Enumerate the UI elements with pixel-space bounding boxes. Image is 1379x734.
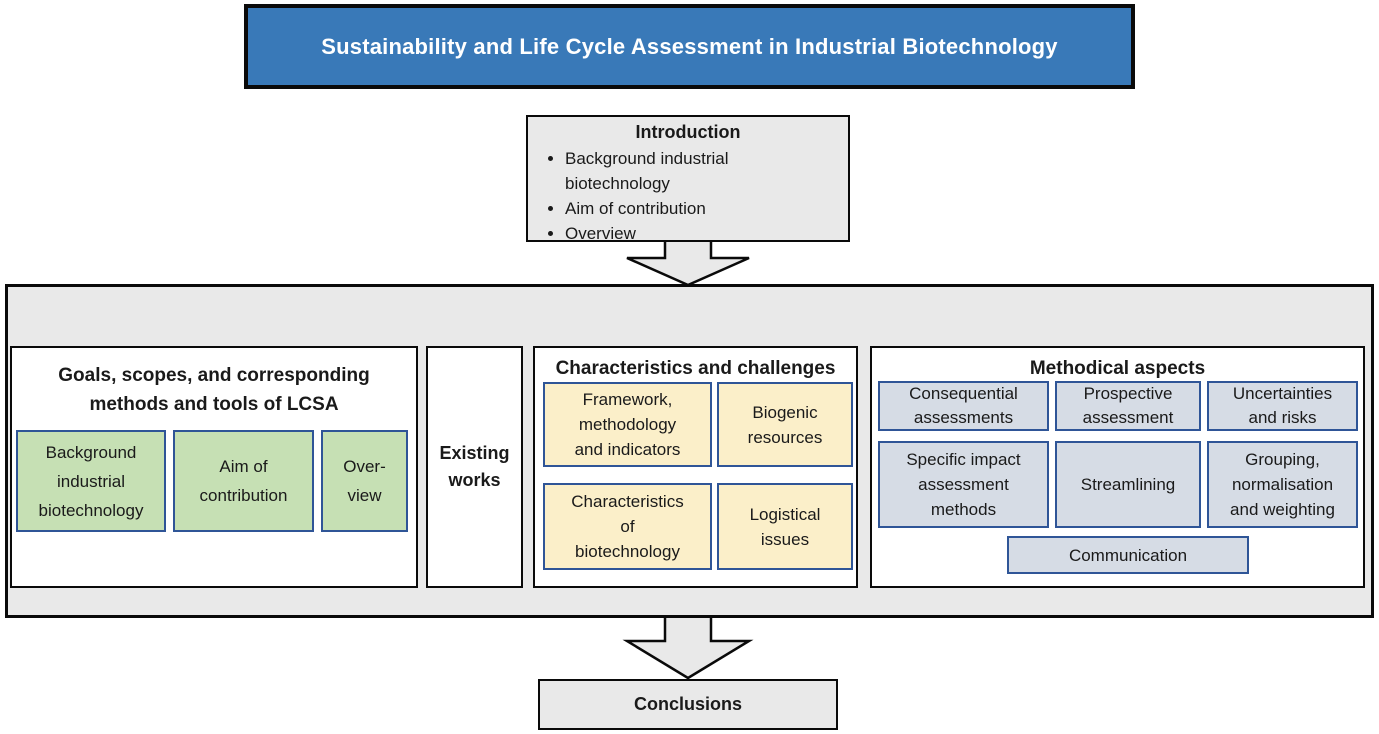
characteristics-item-logistical-issues: Logistical issues: [717, 483, 853, 570]
existing-works-section: Existing works: [426, 346, 523, 588]
methodical-item-communication: Communication: [1007, 536, 1249, 574]
goals-section-title: Goals, scopes, and corresponding methods…: [58, 365, 370, 415]
existing-works-title: Existing works: [439, 443, 510, 490]
methodical-item-streamlining: Streamlining: [1055, 441, 1201, 528]
methodical-item-prospective-assessment: Prospective assessment: [1055, 381, 1201, 431]
goals-item-overview: Over- view: [321, 430, 408, 532]
conclusions-title: Conclusions: [633, 694, 742, 714]
methodical-item-grouping-normalisation-weighting: Grouping, normalisation and weighting: [1207, 441, 1358, 528]
conclusions-box: Conclusions: [538, 679, 838, 730]
introduction-box: Introduction Background industrial biote…: [526, 115, 850, 243]
methodical-item-specific-impact-assessment-methods: Specific impact assessment methods: [878, 441, 1049, 528]
bullet-item: Overview: [565, 221, 848, 246]
methodical-item-consequential-assessments: Consequential assessments: [878, 381, 1049, 431]
characteristics-item-characteristics-of-biotechnology: Characteristics of biotechnology: [543, 483, 712, 570]
goals-item-background-industrial-biotechnology: Background industrial biotechnology: [16, 430, 166, 532]
introduction-title: Introduction: [635, 122, 741, 142]
down-arrow-main-to-conclusions-icon: [622, 613, 754, 680]
down-arrow-intro-to-main-icon: [626, 238, 750, 287]
bullet-item: Background industrial biotechnology: [565, 146, 848, 196]
page-title: Sustainability and Life Cycle Assessment…: [321, 33, 1058, 59]
bullet-item: Aim of contribution: [565, 196, 848, 221]
introduction-bullet-list: Background industrial biotechnology Aim …: [528, 146, 848, 246]
goals-item-aim-of-contribution: Aim of contribution: [173, 430, 314, 532]
methodical-aspects-title: Methodical aspects: [1029, 358, 1206, 379]
characteristics-item-biogenic-resources: Biogenic resources: [717, 382, 853, 467]
methodical-item-uncertainties-and-risks: Uncertainties and risks: [1207, 381, 1358, 431]
characteristics-section-title: Characteristics and challenges: [555, 358, 836, 379]
characteristics-item-framework-methodology-indicators: Framework, methodology and indicators: [543, 382, 712, 467]
title-banner: Sustainability and Life Cycle Assessment…: [244, 4, 1135, 89]
